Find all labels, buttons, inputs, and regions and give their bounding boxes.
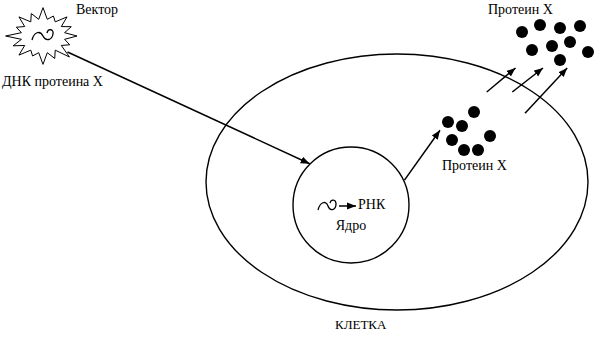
dna-label: ДНК протеина X	[2, 74, 103, 90]
protein-dot	[484, 130, 496, 142]
dna-squiggle	[318, 200, 336, 210]
node-label: Вектор	[76, 2, 118, 18]
protein-dot	[534, 19, 546, 31]
protein-dot	[516, 26, 528, 38]
node-label: КЛЕТКА	[335, 317, 386, 333]
cell-ellipse-outline	[205, 53, 589, 311]
nucleus-membrane	[293, 147, 409, 263]
protein-cluster: Протеин X	[488, 2, 598, 68]
protein-cluster: Протеин X	[440, 92, 525, 177]
nucleus-circle: Ядро	[292, 146, 410, 264]
dna-squiggle	[32, 30, 53, 40]
connector-arrow	[404, 130, 440, 180]
node-label: Ядро	[292, 218, 410, 234]
vector-burst: Вектор	[8, 8, 78, 63]
nucleus-circle-outline	[292, 146, 410, 264]
cell-ellipse: ЯдроПротеин XКЛЕТКА	[205, 53, 589, 311]
node-label: Протеин X	[442, 158, 507, 174]
protein-dot	[468, 106, 480, 118]
rna-label: РНК	[358, 197, 385, 213]
vector-burst-outline	[8, 8, 78, 63]
protein-dot	[574, 20, 586, 32]
protein-dot	[554, 22, 566, 34]
protein-dot	[458, 144, 470, 156]
transcription-arrow	[339, 205, 356, 207]
protein-dot	[526, 44, 538, 56]
protein-dot	[554, 54, 566, 66]
cell-membrane	[206, 54, 588, 310]
vector-outline	[6, 8, 77, 65]
protein-dot	[456, 120, 468, 132]
protein-dot	[546, 40, 558, 52]
protein-dot	[446, 134, 458, 146]
protein-dot	[472, 144, 484, 156]
protein-dot	[442, 116, 454, 128]
protein-dot	[564, 36, 576, 48]
node-label: Протеин X	[488, 2, 553, 18]
protein-dot	[582, 46, 594, 58]
connector-arrow	[68, 52, 310, 164]
